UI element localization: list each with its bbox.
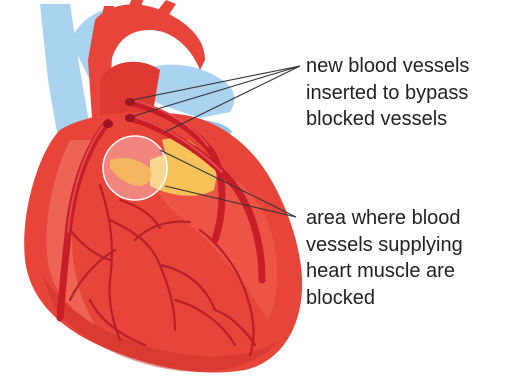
blocked-label-line: vessels supplying	[306, 232, 463, 259]
blocked-label-line: blocked	[306, 285, 463, 312]
blocked-label-line: area where blood	[306, 205, 463, 232]
bypass-label-line: inserted to bypass	[306, 80, 469, 107]
bypass-label-line: blocked vessels	[306, 106, 469, 133]
blocked-area-label: area where blood vessels supplying heart…	[306, 205, 463, 311]
bypass-vessels-label: new blood vessels inserted to bypass blo…	[306, 53, 469, 133]
blocked-area-magnifier	[103, 136, 167, 200]
bypass-label-line: new blood vessels	[306, 53, 469, 80]
blocked-label-line: heart muscle are	[306, 258, 463, 285]
